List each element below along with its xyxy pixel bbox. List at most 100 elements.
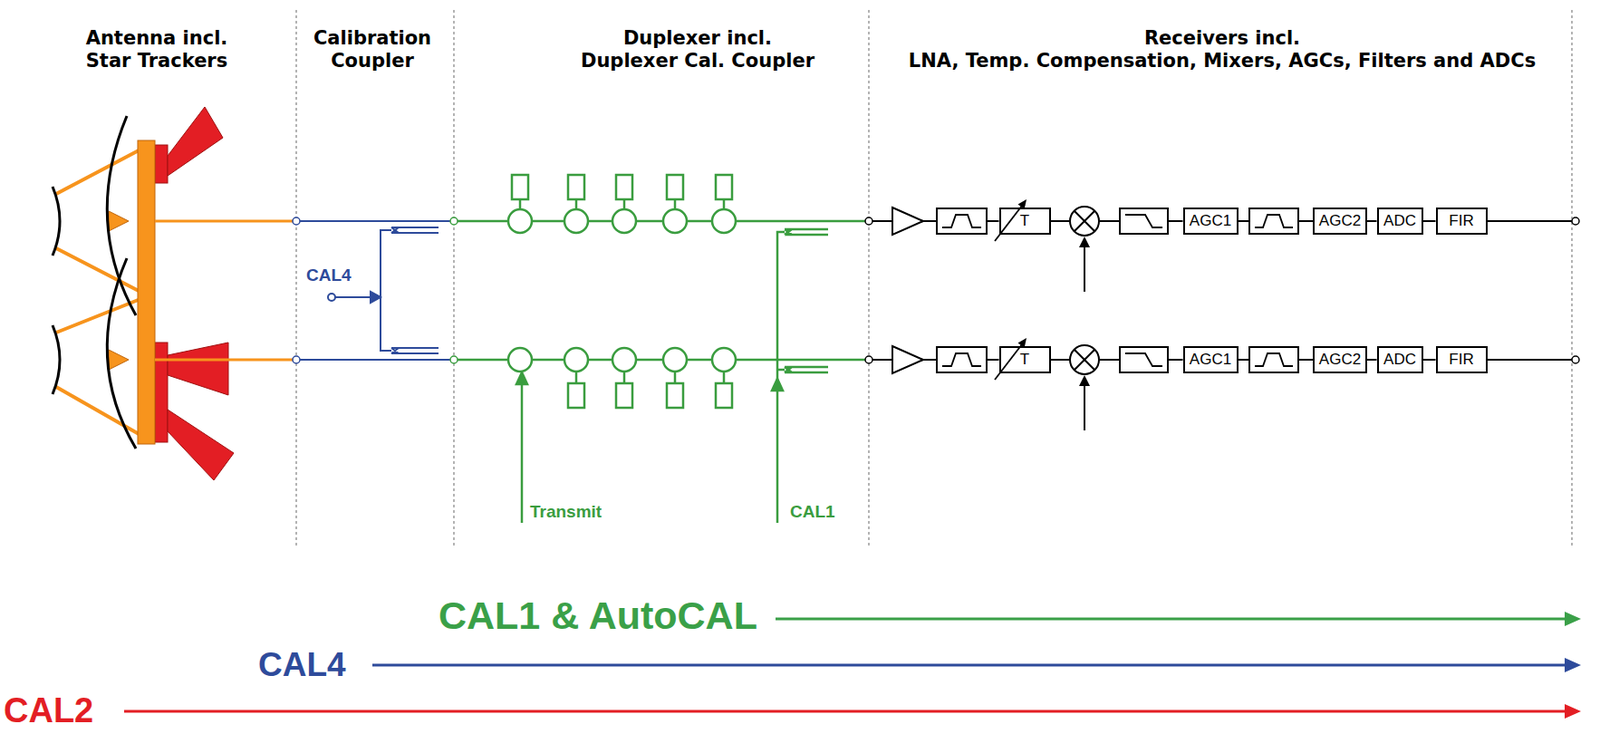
- column-heading: Calibration Coupler: [313, 27, 432, 72]
- duplexer-resonator: [663, 347, 687, 372]
- section-divider: [296, 9, 1572, 546]
- signal-wire: [1098, 220, 1120, 222]
- antenna-strut: [56, 248, 141, 292]
- line-spacer: [229, 27, 232, 50]
- resonator-stub: [519, 199, 522, 210]
- junction-dot: [292, 217, 300, 225]
- duplexer-resonator: [663, 209, 687, 233]
- feed-line: [154, 358, 297, 362]
- resonator-cavity: [715, 174, 733, 200]
- signal-name: CAL1: [790, 501, 836, 521]
- signal-wire: [1298, 358, 1313, 361]
- resonator-stub: [623, 371, 627, 384]
- calibration-coupler: [370, 291, 381, 303]
- signal-wire: [1487, 358, 1573, 361]
- line-spacer: [773, 27, 819, 50]
- signal-wire: [872, 220, 893, 222]
- section-divider: [1571, 9, 1572, 546]
- junction-dot: [292, 356, 300, 364]
- signal-name-box: CAL1: [790, 501, 836, 522]
- bandpass-filter: [936, 346, 987, 373]
- calibration-coupler: [296, 358, 454, 361]
- calibration-path-arrow: [775, 617, 1568, 621]
- star-tracker: [167, 409, 234, 481]
- duplexer-resonator: [564, 347, 588, 372]
- column-heading: Receivers incl. LNA, Temp. Compensation,…: [908, 27, 1536, 72]
- resonator-cavity: [666, 174, 684, 200]
- column-heading-box: Calibration Coupler: [309, 27, 435, 73]
- signal-name-box: CAL4: [306, 265, 352, 286]
- block-label: FIR: [1448, 350, 1474, 369]
- lna-amplifier: [892, 346, 924, 374]
- antenna-strut: [56, 149, 141, 435]
- resonator-cavity: [568, 174, 585, 200]
- signal-wire: [1238, 358, 1251, 361]
- signal-wire: [923, 220, 937, 222]
- resonator-stub: [722, 199, 726, 210]
- resonator-cavity: [616, 383, 633, 408]
- signal-wire: [1487, 220, 1573, 222]
- calibration-path-arrow: [124, 611, 1581, 719]
- antenna-reflector: [106, 258, 136, 449]
- calibration-coupler: [391, 227, 439, 233]
- duplexer-resonator: [712, 209, 736, 233]
- receiver-block: AGC1: [1183, 346, 1239, 374]
- line-spacer: [1301, 27, 1540, 50]
- bandpass-filter: [942, 214, 982, 228]
- signal-wire: [986, 220, 1000, 222]
- block-label: AGC2: [1319, 212, 1361, 231]
- line-spacer: [433, 27, 435, 50]
- receiver-block: T: [999, 207, 1051, 235]
- bandpass-filter: [1249, 346, 1299, 373]
- calibration-path-name-box: CAL1 & AutoCAL: [438, 593, 758, 638]
- calibration-path-arrow: [1564, 611, 1581, 627]
- resonator-stub: [674, 199, 677, 210]
- antenna-strut: [56, 386, 141, 435]
- line-spacer: [82, 27, 85, 50]
- antenna-bar: [137, 140, 155, 444]
- antenna-feed: [108, 211, 129, 370]
- receiver-block: FIR: [1436, 207, 1488, 235]
- bandpass-filter: [936, 208, 987, 234]
- calibration-coupler: [296, 221, 454, 360]
- calibration-coupler: [335, 296, 373, 299]
- local-oscillator-input: [1079, 375, 1090, 386]
- duplexer-line: [777, 368, 785, 372]
- resonator-stub: [575, 199, 579, 210]
- lowpass-filter: [1125, 353, 1163, 367]
- resonator-cavity: [568, 383, 585, 408]
- block-label: AGC1: [1189, 350, 1232, 369]
- signal-name: Transmit: [530, 501, 602, 521]
- section-divider: [295, 9, 297, 546]
- signal-wire: [1298, 220, 1313, 222]
- line-spacer: [905, 27, 1143, 50]
- duplexer-resonator: [508, 209, 532, 233]
- calibration-coupler: [296, 220, 454, 222]
- calibration-path-arrow: [124, 710, 1568, 714]
- star-tracker: [167, 342, 229, 396]
- resonator-stub: [623, 199, 627, 210]
- resonator-stub: [575, 371, 579, 384]
- calibration-path-name: CAL4: [258, 645, 347, 684]
- signal-wire: [1167, 220, 1184, 222]
- antenna-strut: [56, 298, 141, 333]
- section-divider: [453, 9, 454, 546]
- line-spacer: [309, 27, 312, 50]
- duplexer-resonator: [612, 209, 637, 233]
- duplexer-line: [516, 372, 528, 385]
- antenna-reflector: [52, 186, 60, 256]
- calibration-path-name-box: CAL2: [3, 691, 94, 732]
- signal-wire: [1367, 358, 1378, 361]
- star-tracker: [154, 106, 234, 481]
- block-label: AGC1: [1189, 212, 1232, 231]
- duplexer-resonator: [612, 347, 637, 372]
- block-label: FIR: [1448, 212, 1474, 231]
- block-label: ADC: [1383, 350, 1417, 369]
- lowpass-filter: [1125, 214, 1163, 228]
- bandpass-filter: [942, 353, 982, 367]
- block-label: T: [1020, 350, 1030, 369]
- block-label: T: [1020, 212, 1030, 231]
